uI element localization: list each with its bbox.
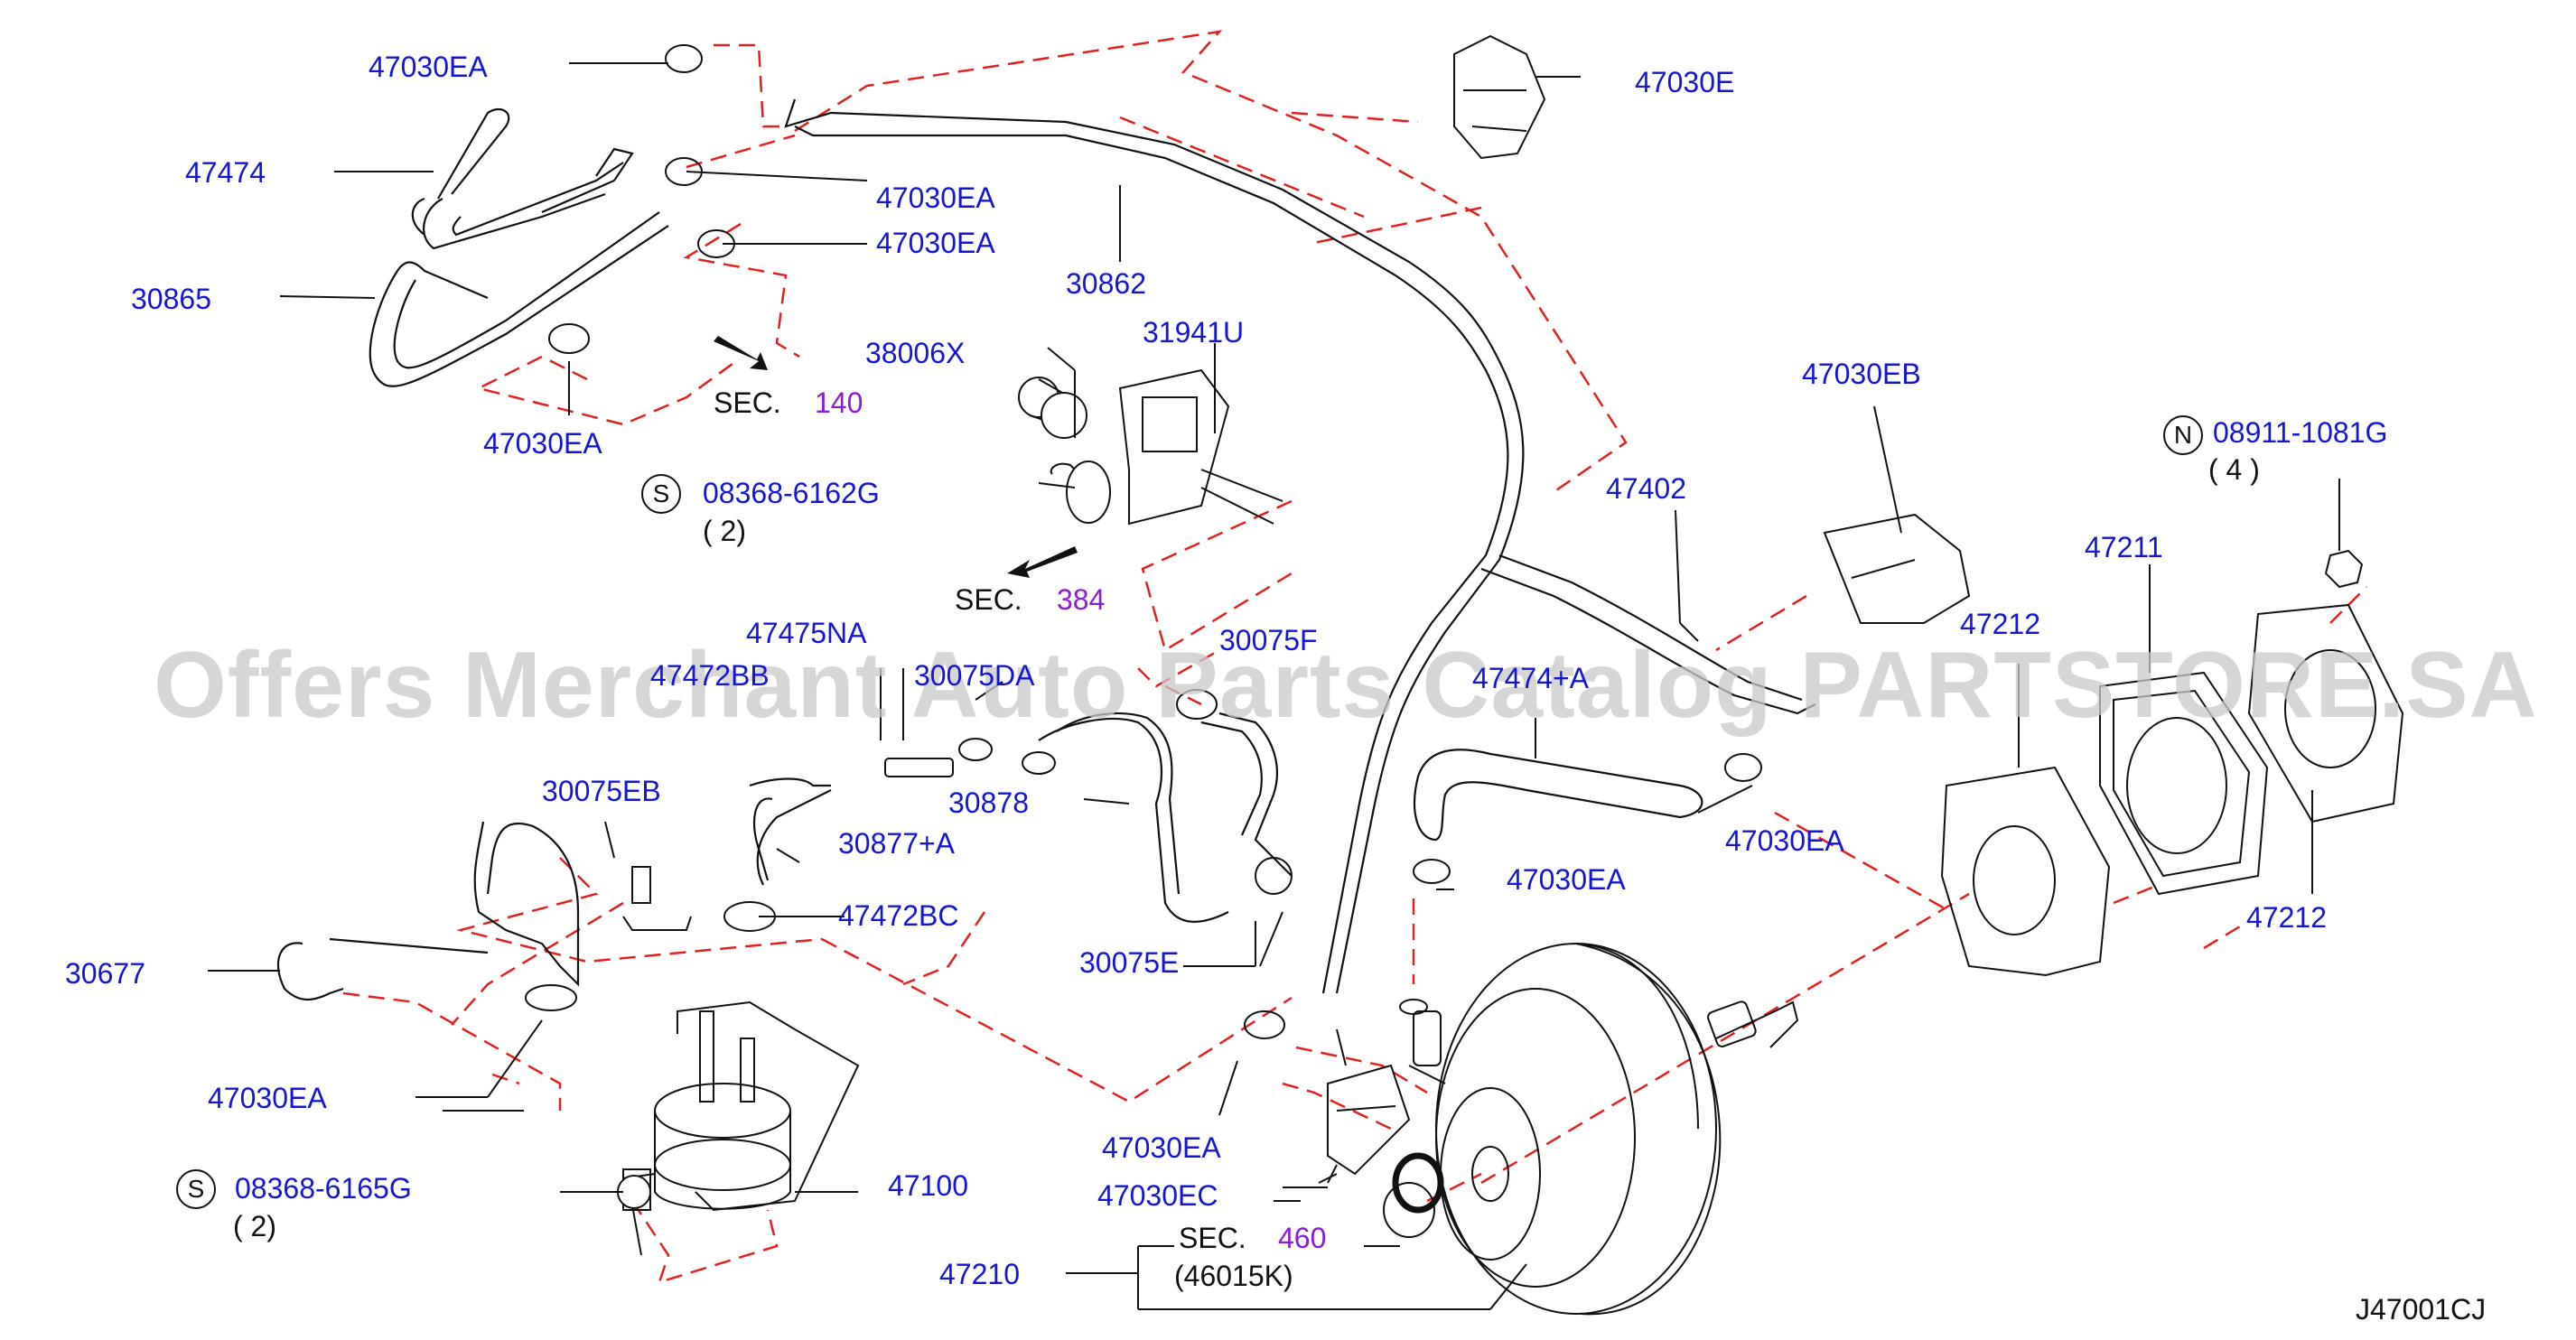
part-label-47212-2[interactable]: 47212 [2246,901,2327,934]
part-label-47030eb[interactable]: 47030EB [1802,358,1921,390]
part-label-47211[interactable]: 47211 [2085,531,2163,563]
sec-number-460[interactable]: 460 [1278,1222,1327,1254]
watermark: Offers Merchant Auto Parts Catalog PARTS… [154,633,2538,738]
quantity-08368-6162g: ( 2) [703,515,746,547]
part-label-30862[interactable]: 30862 [1066,267,1146,300]
sec-number-140[interactable]: 140 [815,386,863,419]
symbol-s-bolt: S [641,474,681,514]
part-label-38006x[interactable]: 38006X [865,337,966,369]
part-label-30075f[interactable]: 30075F [1219,624,1318,656]
o-ring [1392,1152,1444,1214]
phantom-lines [342,30,2367,1284]
part-label-30878[interactable]: 30878 [948,786,1029,819]
part-label-47474[interactable]: 47474 [185,156,266,189]
part-label-46015k[interactable]: (46015K) [1174,1260,1293,1292]
sec-number-384[interactable]: 384 [1057,583,1106,616]
part-label-47030ec[interactable]: 47030EC [1097,1179,1218,1212]
part-label-47030ea[interactable]: 47030EA [369,51,488,83]
part-label-47402[interactable]: 47402 [1606,472,1686,505]
symbol-n-nut: N [2163,415,2203,455]
part-label-47030ea-6[interactable]: 47030EA [1507,863,1626,896]
part-label-47030ea-8[interactable]: 47030EA [1102,1131,1221,1164]
part-label-47100[interactable]: 47100 [888,1169,968,1202]
sec-label-140: SEC. [714,386,781,419]
components [525,34,2404,1316]
part-label-30677[interactable]: 30677 [65,957,145,990]
part-label-47472bc[interactable]: 47472BC [838,899,959,932]
part-label-47212[interactable]: 47212 [1960,608,2040,640]
hoses [276,98,1816,1000]
part-label-30075eb[interactable]: 30075EB [542,775,661,807]
sec-label-384: SEC. [955,583,1022,616]
part-label-47210[interactable]: 47210 [939,1258,1020,1290]
symbol-s-bolt-2: S [176,1169,216,1209]
part-label-47030ea-3[interactable]: 47030EA [876,227,995,259]
part-label-08368-6162g[interactable]: 08368-6162G [703,477,880,509]
part-label-30075da[interactable]: 30075DA [914,659,1035,692]
part-label-47474a[interactable]: 47474+A [1472,662,1590,694]
part-label-47030ea-7[interactable]: 47030EA [1725,824,1844,857]
part-label-47030ea-2[interactable]: 47030EA [876,181,995,214]
part-label-47030ea-5[interactable]: 47030EA [208,1082,327,1114]
part-label-47030ea-4[interactable]: 47030EA [483,427,602,460]
leader-lines [208,62,2340,1310]
part-label-30877a[interactable]: 30877+A [838,827,956,860]
part-label-30075e[interactable]: 30075E [1079,946,1180,979]
part-label-08368-6165g[interactable]: 08368-6165G [235,1172,412,1205]
part-label-30865[interactable]: 30865 [131,283,211,315]
part-label-08911-1081g[interactable]: 08911-1081G [2213,416,2388,449]
part-label-31941u[interactable]: 31941U [1143,316,1245,349]
diagram-code: J47001CJ [2356,1293,2487,1326]
quantity-08911-1081g: ( 4 ) [2208,453,2260,486]
sec-label-460: SEC. [1179,1222,1246,1254]
part-label-47030e[interactable]: 47030E [1635,66,1735,98]
part-label-47472bb[interactable]: 47472BB [650,659,770,692]
quantity-08368-6165g: ( 2) [233,1210,276,1242]
arrows [714,336,1078,578]
part-label-47475na[interactable]: 47475NA [746,617,867,649]
